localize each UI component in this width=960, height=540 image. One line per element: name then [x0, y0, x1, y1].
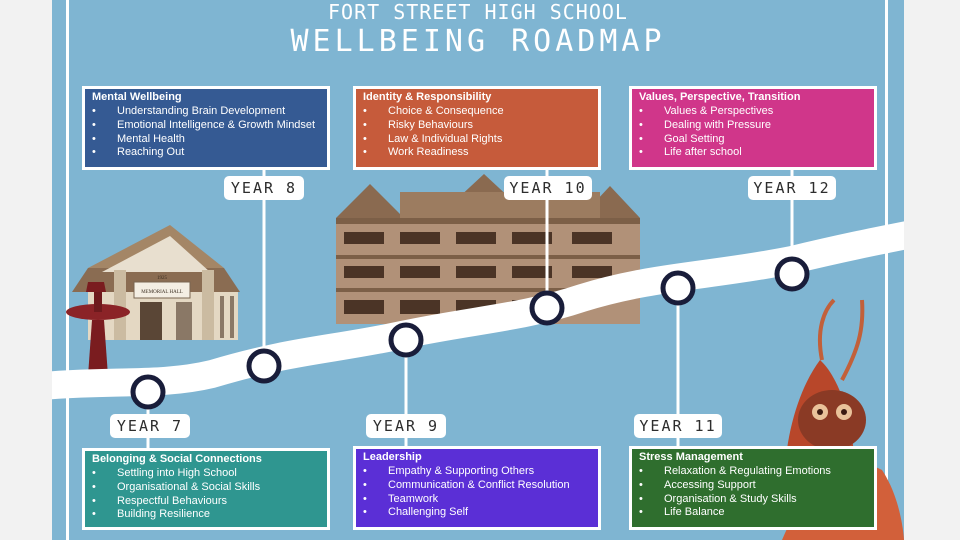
list-item: Teamwork [363, 493, 598, 507]
belonging-social-box: Belonging & Social Connections Settling … [82, 448, 330, 530]
marker-year-7 [130, 374, 166, 410]
leadership-box: Leadership Empathy & Supporting Others C… [353, 446, 601, 530]
stress-management-title: Stress Management [639, 451, 743, 463]
list-item: Choice & Consequence [363, 105, 598, 119]
list-item: Empathy & Supporting Others [363, 465, 598, 479]
list-item: Challenging Self [363, 506, 598, 520]
year-12-label: YEAR 12 [748, 176, 836, 200]
stress-management-box: Stress Management Relaxation & Regulatin… [629, 446, 877, 530]
memorial-hall-illustration: MEMORIAL HALL 1925 [72, 225, 240, 340]
marker-year-11 [660, 270, 696, 306]
list-item: Communication & Conflict Resolution [363, 479, 598, 493]
marker-year-10 [529, 290, 565, 326]
list-item: Emotional Intelligence & Growth Mindset [92, 119, 327, 133]
list-item: Settling into High School [92, 467, 327, 481]
year-7-label: YEAR 7 [110, 414, 190, 438]
list-item: Mental Health [92, 133, 327, 147]
page-title: WELLBEING ROADMAP [290, 24, 666, 59]
list-item: Risky Behaviours [363, 119, 598, 133]
memorial-plaque-name: MEMORIAL HALL [141, 290, 183, 295]
values-perspective-box: Values, Perspective, Transition Values &… [629, 86, 877, 170]
poster-frame [66, 0, 888, 540]
marker-year-9 [388, 322, 424, 358]
marker-year-8 [246, 348, 282, 384]
list-item: Accessing Support [639, 479, 874, 493]
mental-wellbeing-box: Mental Wellbeing Understanding Brain Dev… [82, 86, 330, 170]
year-8-label: YEAR 8 [224, 176, 304, 200]
list-item: Building Resilience [92, 508, 327, 522]
year-9-label: YEAR 9 [366, 414, 446, 438]
list-item: Values & Perspectives [639, 105, 874, 119]
list-item: Goal Setting [639, 133, 874, 147]
year-markers [130, 256, 810, 410]
identity-responsibility-box: Identity & Responsibility Choice & Conse… [353, 86, 601, 170]
list-item: Organisational & Social Skills [92, 481, 327, 495]
list-item: Organisation & Study Skills [639, 493, 874, 507]
school-name: FORT STREET HIGH SCHOOL [328, 0, 628, 24]
list-item: Relaxation & Regulating Emotions [639, 465, 874, 479]
list-item: Life after school [639, 146, 874, 160]
marker-year-12 [774, 256, 810, 292]
year-10-label: YEAR 10 [504, 176, 592, 200]
leadership-title: Leadership [363, 451, 422, 463]
list-item: Law & Individual Rights [363, 133, 598, 147]
memorial-plaque-year: 1925 [157, 276, 168, 281]
list-item: Dealing with Pressure [639, 119, 874, 133]
values-perspective-title: Values, Perspective, Transition [639, 91, 801, 103]
roadmap-poster: FORT STREET HIGH SCHOOL WELLBEING ROADMA… [52, 0, 904, 540]
list-item: Understanding Brain Development [92, 105, 327, 119]
belonging-social-title: Belonging & Social Connections [92, 453, 262, 465]
list-item: Reaching Out [92, 146, 327, 160]
list-item: Respectful Behaviours [92, 495, 327, 509]
identity-responsibility-title: Identity & Responsibility [363, 91, 492, 103]
list-item: Work Readiness [363, 146, 598, 160]
year-11-label: YEAR 11 [634, 414, 722, 438]
mental-wellbeing-title: Mental Wellbeing [92, 91, 182, 103]
list-item: Life Balance [639, 506, 874, 520]
